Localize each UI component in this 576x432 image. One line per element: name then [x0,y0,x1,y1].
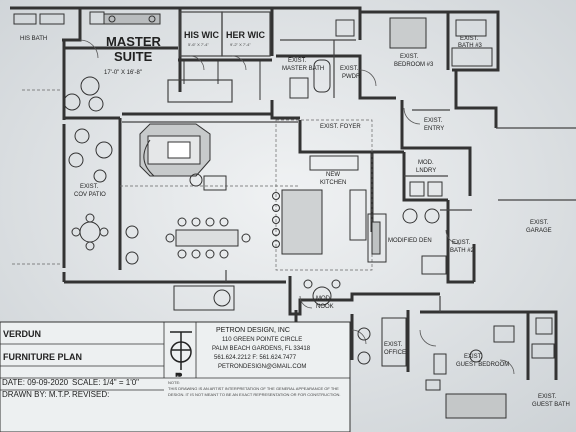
new-kitchen-label: NEW [326,172,340,178]
logo-letters: PD [176,372,182,377]
garage-label: EXIST. [530,220,549,226]
master-bath-label-2: MASTER BATH [282,66,324,72]
pwdr-label: EXIST. [340,66,359,72]
company-name: PETRON DESIGN, INC [216,327,290,334]
mod-lndry-label-2: LNDRY [416,168,436,174]
note-label: NOTE: [168,380,180,385]
bath3-label: EXIST. [460,36,479,42]
bath2-label-2: BATH #2 [450,248,475,254]
cov-patio-label-2: COV PATIO [74,192,106,198]
mod-nook-label: MOD. [316,296,332,302]
company-logo: PD [170,331,192,378]
guest-bedroom-label-2: GUEST BEDROOM [456,362,509,368]
door-swings [79,39,515,375]
company-email: PETRONDESIGN@GMAIL.COM [218,364,306,370]
her-wic-dims: 9'-2" X 7'-4" [230,42,251,47]
master-bath-label: EXIST. [288,58,307,64]
furniture [13,11,555,419]
room-labels: HIS BATH MASTER SUITE 17'-0" X 16'-8" HI… [20,30,570,408]
garage-label-2: GARAGE [526,228,552,234]
bedroom3-label-2: BEDROOM #3 [394,62,434,68]
bath3-label-2: BATH #3 [458,43,483,49]
project-name: VERDUN [3,329,41,339]
date-field: DATE: 09-09-2020 [2,378,69,387]
entry-label: EXIST. [424,118,443,124]
mod-lndry-label: MOD. [418,160,434,166]
bath2-label: EXIST. [452,240,471,246]
title-block: VERDUN FURNITURE PLAN DATE: 09-09-2020 S… [0,321,351,432]
pwdr-label-2: PWDR [342,74,361,80]
bedroom3-label: EXIST. [400,54,419,60]
master-suite-dims: 17'-0" X 16'-8" [104,70,142,76]
note-line-2: DESIGN. IT IS NOT MEANT TO BE AN EXACT R… [168,392,341,397]
cov-patio-label: EXIST. [80,184,99,190]
company-address-1: 110 GREEN POINTE CIRCLE [222,337,302,343]
foyer-label: EXIST. FOYER [320,124,361,130]
mod-nook-label-2: NOOK [316,304,334,310]
his-wic-label: HIS WIC [184,30,219,40]
entry-label-2: ENTRY [424,126,444,132]
dashed-lines [10,89,373,271]
note-line-1: THIS DRAWING IS AN ARTIST INTERPRETATION… [168,386,339,391]
guest-bath-label: EXIST. [538,394,557,400]
company-phone: 561.624.2212 F: 561.624.7477 [214,355,297,361]
office-label-2: OFFICE [384,350,406,356]
guest-bedroom-label: EXIST. [464,354,483,360]
guest-bath-label-2: GUEST BATH [532,402,570,408]
master-suite-label: MASTER [106,34,162,49]
new-kitchen-label-2: KITCHEN [320,180,346,186]
her-wic-label: HER WIC [226,30,265,40]
master-suite-label-2: SUITE [114,49,153,64]
modified-den-label: MODIFIED DEN [388,238,432,244]
company-address-2: PALM BEACH GARDENS, FL 33418 [212,346,311,352]
revised-field: REVISED: [72,390,109,399]
his-bath-label: HIS BATH [20,36,47,42]
scale-field: SCALE: 1/4" = 1'0" [72,378,139,387]
office-label: EXIST. [384,342,403,348]
partition-lines [122,11,576,312]
sheet-title: FURNITURE PLAN [3,352,82,362]
drawn-by-field: DRAWN BY: M.T.P. [2,390,70,399]
his-wic-dims: 5'-6" X 7'-4" [188,42,209,47]
